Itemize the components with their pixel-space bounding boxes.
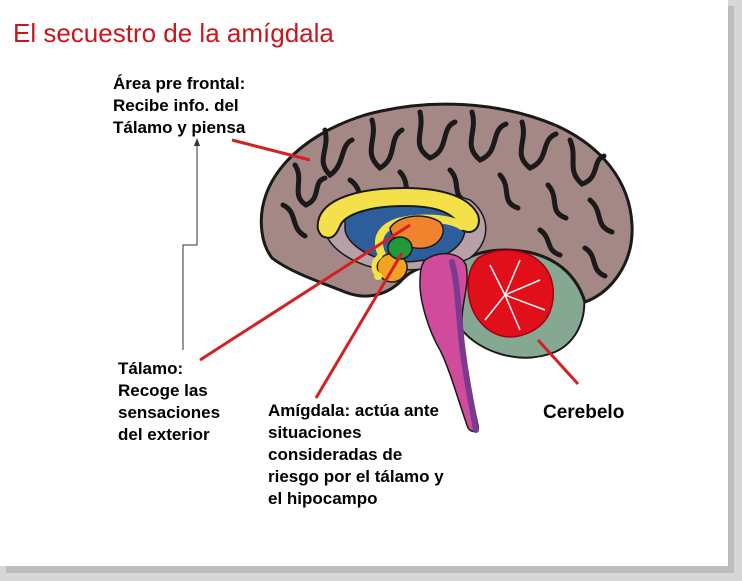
flow-arrow <box>182 145 198 350</box>
cerebellum <box>467 249 554 338</box>
slide-shadow-bottom <box>6 566 734 573</box>
slide-shadow-right <box>728 6 734 572</box>
brainstem-core <box>449 259 479 433</box>
corpus-callosum <box>316 186 480 239</box>
label-cerebelo: Cerebelo <box>543 402 625 423</box>
optic-region <box>371 253 383 279</box>
leader-line-talamo <box>199 223 411 362</box>
leader-line-prefrontal <box>231 138 311 162</box>
slide-title: El secuestro de la amígdala <box>13 18 334 48</box>
label-talamo: Tálamo: Recoge las sensaciones del exter… <box>118 359 221 444</box>
leader-line-amigdala <box>314 252 404 399</box>
cerebellum-folia <box>484 259 546 331</box>
flow-arrowhead <box>194 138 200 146</box>
leader-line-cerebelo <box>536 338 580 386</box>
label-amigdala: Amígdala: actúa ante situaciones conside… <box>268 401 444 508</box>
label-prefrontal: Área pre frontal: Recibe info. del Tálam… <box>113 74 246 137</box>
